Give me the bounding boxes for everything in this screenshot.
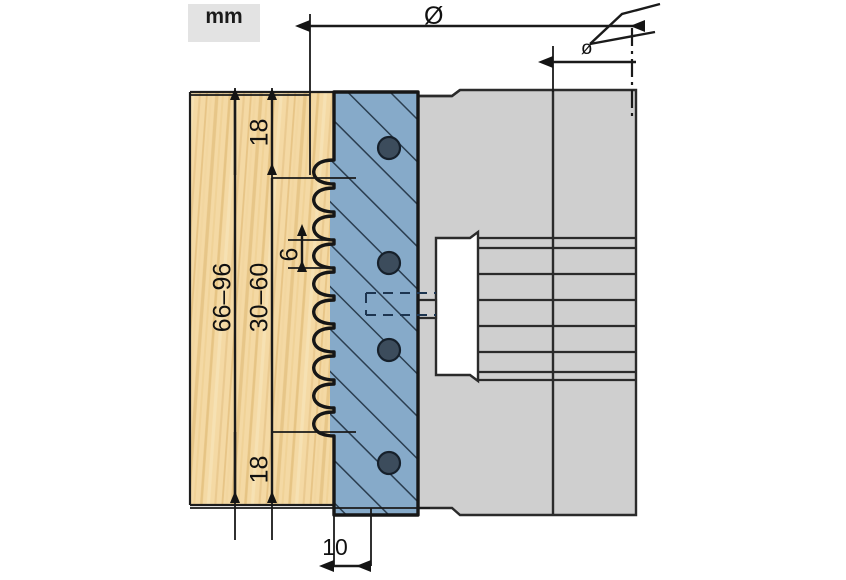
dim-label-bottom-18: 18	[245, 455, 274, 484]
hidden-feature-line	[365, 292, 436, 316]
dim-label-bore-diameter: ø	[581, 38, 593, 59]
dim-label-tooth-pitch: 6	[275, 247, 304, 262]
clamping-bolts	[376, 135, 402, 476]
cutter-body	[416, 88, 638, 517]
dim-label-outer-diameter: Ø	[424, 2, 444, 30]
dim-label-joint-length: 30–60	[245, 262, 274, 333]
unit-label: mm	[205, 5, 243, 28]
cutter-head-blade-section	[312, 90, 436, 517]
unit-chip: mm	[188, 4, 260, 42]
dim-label-cut-depth: 10	[322, 534, 348, 560]
dim-bottom-18	[230, 432, 277, 503]
dim-outer-diameter	[295, 2, 661, 46]
dim-label-top-18: 18	[245, 118, 274, 147]
dim-label-total-thickness: 66–96	[208, 262, 237, 333]
bore-thread-lines	[478, 236, 636, 382]
